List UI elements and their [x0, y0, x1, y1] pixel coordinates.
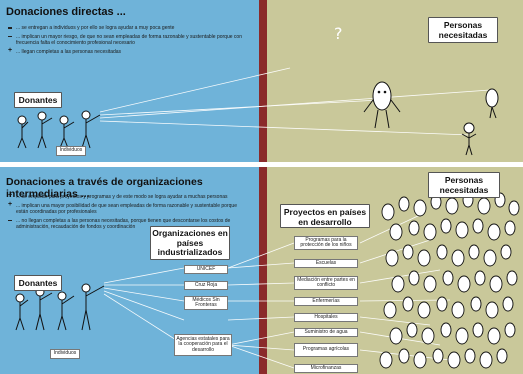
question-mark: ? [334, 24, 343, 43]
top-donors-label: Donantes [14, 92, 62, 108]
bottom-bullet-2: ... implican una mayor posibilidad de qu… [7, 202, 247, 215]
bottom-needy-label: Personas necesitadas [428, 172, 500, 198]
top-recipient-figures [363, 81, 499, 156]
org-agencias-estatales: Agencias estatales para la cooperación p… [174, 334, 232, 356]
top-section-title: Donaciones directas ... [6, 6, 126, 18]
project-conflict-mediation: Mediación entre partes en conflicto [294, 276, 358, 290]
horizontal-divider [0, 162, 523, 167]
bottom-bullet-1: ... se emplean para proyectos y programa… [7, 193, 247, 200]
top-connector-lines [99, 67, 491, 136]
bottom-donors-label: Donantes [14, 275, 62, 291]
orgs-title-box: Organizaciones en países industrializado… [150, 226, 230, 260]
bottom-individuals-label: Individuos [50, 349, 80, 359]
bottom-recipient-crowd [379, 192, 520, 369]
top-bullet-3: ... llegan completas a las personas nece… [7, 48, 242, 55]
bottom-bullet-list: ... se emplean para proyectos y programa… [7, 193, 247, 233]
projects-title-box: Proyectos en países en desarrollo [280, 204, 370, 228]
top-donor-figures [17, 110, 101, 149]
project-infirmaries: Enfermerías [294, 297, 358, 306]
project-microfinance: Microfinanzas [294, 364, 358, 373]
org-medicos-sin-fronteras: Médicos Sin Fronteras [184, 296, 228, 310]
top-bullet-2: ... implican un mayor riesgo, de que no … [7, 34, 242, 46]
top-individuals-label: Individuos [56, 146, 86, 156]
vertical-divider [259, 0, 267, 374]
bottom-bullet-3: ... no llegan completas a las personas n… [7, 218, 247, 230]
project-child-protection: Programas para la protección de los niño… [294, 236, 358, 250]
org-unicef: UNICEF [184, 265, 228, 274]
top-bullet-1: ... se entregan a individuos y por ello … [7, 25, 242, 31]
top-needy-label: Personas necesitadas [428, 17, 498, 43]
project-hospitals: Hospitales [294, 313, 358, 322]
project-schools: Escuelas [294, 259, 358, 268]
project-agricultural-programs: Programas agrícolas [294, 343, 358, 357]
top-bullet-list: ... se entregan a individuos y por ello … [7, 25, 242, 57]
org-cruz-roja: Cruz Roja [184, 281, 228, 290]
project-water-supply: Suministro de agua [294, 328, 358, 337]
top-donor-panel [0, 0, 259, 162]
